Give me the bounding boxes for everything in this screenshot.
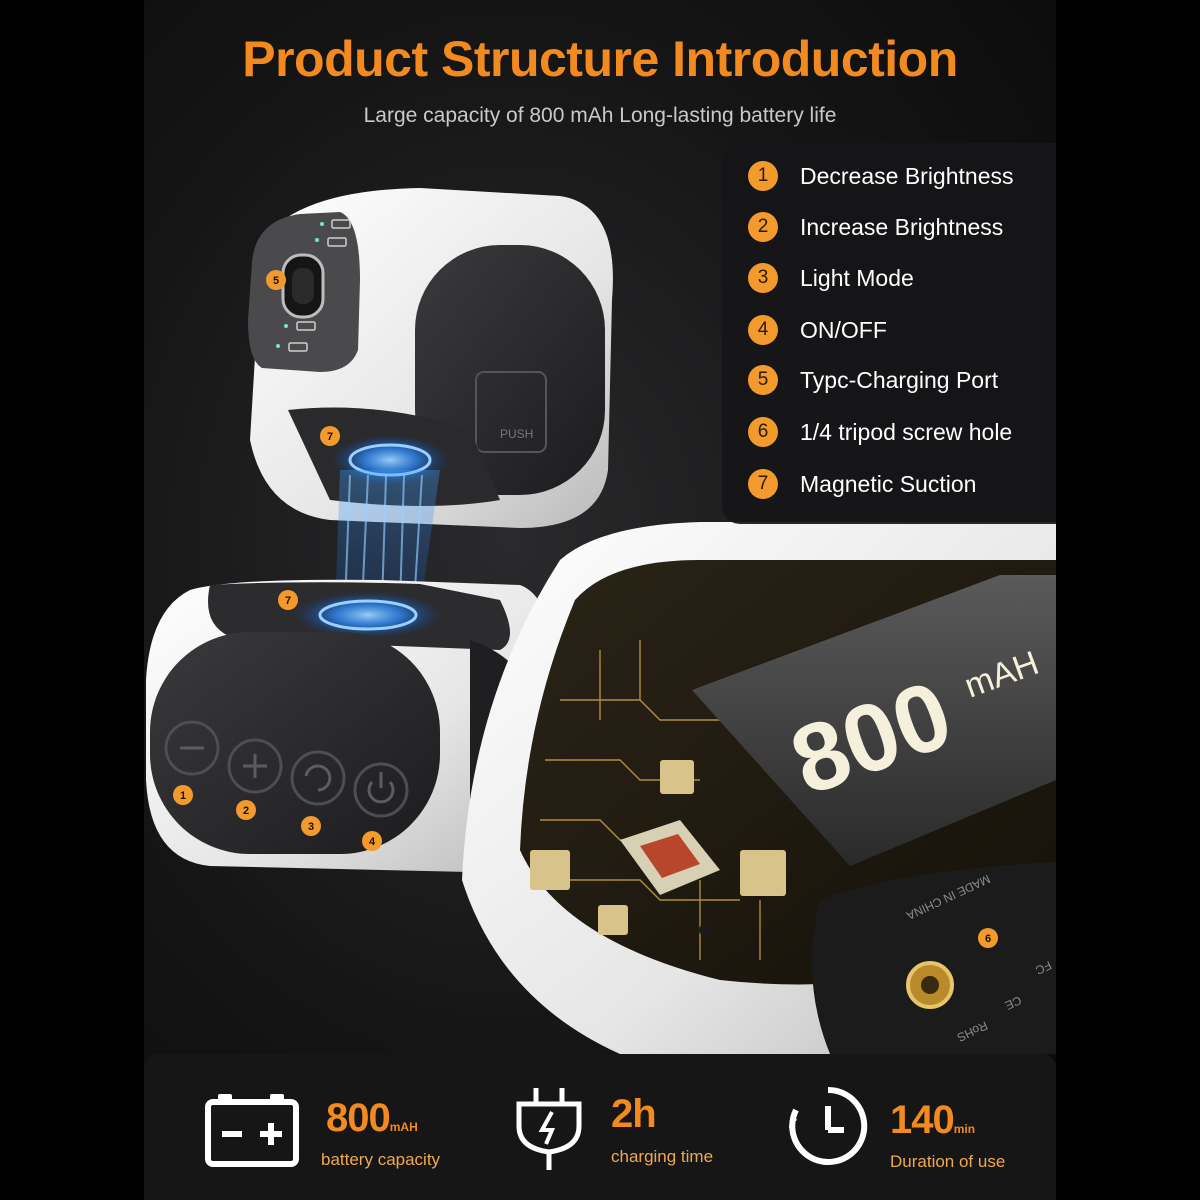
feature-label: Typc-Charging Port (800, 366, 999, 393)
callout-3-label: 3 (308, 821, 314, 833)
callout-5 (266, 270, 286, 290)
battery-cell: 800 mAH (692, 575, 1056, 866)
feature-number-badge: 2 (748, 212, 778, 242)
button-panel (150, 632, 440, 854)
feature-item-7: 7 Magnetic Suction (748, 469, 976, 499)
callout-7-bottom-label: 7 (285, 595, 291, 607)
stat-charging: 2h charging time (514, 1054, 744, 1200)
feature-label: ON/OFF (800, 316, 887, 343)
page-title: Product Structure Introduction (242, 31, 958, 87)
feature-label: Decrease Brightness (800, 162, 1014, 189)
feature-item-1: 1 Decrease Brightness (748, 161, 1014, 191)
chip (620, 820, 720, 936)
feature-number-badge: 5 (748, 365, 778, 395)
stats-bar: 800mAH battery capacity 2h charging time… (144, 1054, 1056, 1200)
stat-label: battery capacity (321, 1150, 441, 1169)
feature-number-badge: 6 (748, 417, 778, 447)
stat-unit: min (953, 1122, 976, 1136)
fc-mark: FC (1033, 958, 1054, 978)
cutaway-device: 800 mAH MADE IN CHINA RoHS CE FC 6 (462, 522, 1056, 1054)
feature-label: Magnetic Suction (800, 470, 977, 497)
ce-mark: CE (1003, 993, 1024, 1013)
feature-item-4: 4 ON/OFF (748, 315, 887, 345)
page-subtitle: Large capacity of 800 mAh Long-lasting b… (363, 104, 837, 127)
callout-6-label: 6 (985, 933, 991, 945)
callout-7-top-label: 7 (327, 431, 333, 443)
power-button-icon (367, 781, 395, 804)
mode-button-icon (304, 764, 332, 792)
feature-item-6: 6 1/4 tripod screw hole (748, 417, 1012, 447)
magnet-glow-bottom (293, 591, 443, 639)
feature-number-badge: 3 (748, 263, 778, 293)
callout-2-label: 2 (243, 805, 249, 817)
feature-number-badge: 7 (748, 469, 778, 499)
push-label: PUSH (500, 427, 533, 441)
callout-3 (301, 816, 321, 836)
callout-7-top (320, 426, 340, 446)
callout-7-bottom (278, 590, 298, 610)
feature-item-2: 2 Increase Brightness (748, 212, 1003, 242)
feature-label: 1/4 tripod screw hole (800, 418, 1013, 445)
battery-icon (205, 1094, 299, 1167)
charging-plug-icon (516, 1088, 582, 1170)
feature-item-5: 5 Typc-Charging Port (748, 365, 998, 395)
feature-number-badge: 4 (748, 315, 778, 345)
feature-label: Increase Brightness (800, 213, 1004, 240)
feature-number-badge: 1 (748, 161, 778, 191)
callout-6 (978, 928, 998, 948)
stat-value: 2h (611, 1092, 657, 1136)
feature-item-3: 3 Light Mode (748, 263, 914, 293)
clock-icon (789, 1086, 868, 1165)
callout-1 (173, 785, 193, 805)
callout-1-label: 1 (180, 790, 186, 802)
stat-value: 140min (890, 1098, 976, 1142)
feature-list: 1 Decrease Brightness 2 Increase Brightn… (722, 143, 1056, 524)
callout-4 (362, 831, 382, 851)
stat-value: 800mAH (326, 1096, 418, 1140)
stat-label: charging time (611, 1147, 714, 1166)
stat-battery: 800mAH battery capacity (204, 1054, 464, 1200)
bottom-device: 7 1 2 3 4 (146, 579, 551, 872)
callout-4-label: 4 (369, 836, 376, 848)
stat-label: Duration of use (890, 1152, 1006, 1171)
stat-duration: 140min Duration of use (786, 1054, 1046, 1200)
stat-unit: mAH (389, 1120, 418, 1134)
callout-5-label: 5 (273, 275, 279, 287)
feature-label: Light Mode (800, 264, 914, 291)
callout-2 (236, 800, 256, 820)
